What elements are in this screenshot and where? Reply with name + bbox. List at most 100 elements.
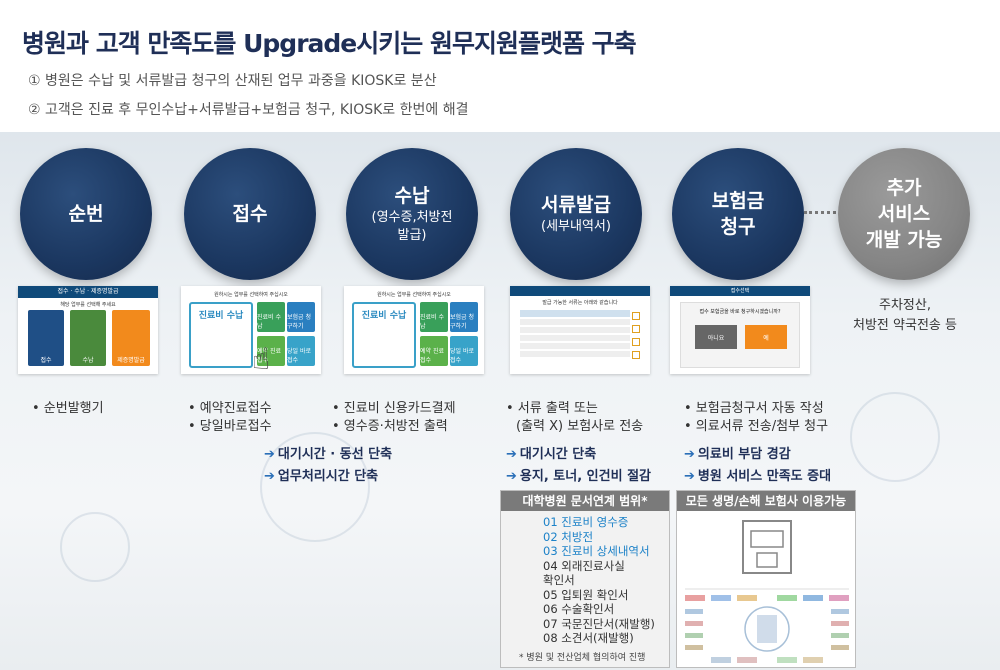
screen-title: 발급 가능한 서류는 아래와 같습니다 bbox=[542, 300, 618, 306]
benefit-text: 용지, 토너, 인건비 절감 bbox=[519, 469, 652, 484]
benefits-reception: ➔대기시간 · 동선 단축 ➔업무처리시간 단축 bbox=[264, 444, 392, 488]
benefits-insurance: ➔의료비 부담 경감 ➔병원 서비스 만족도 증대 bbox=[684, 444, 831, 488]
bullets-reception: • 예약진료접수 • 당일바로접수 bbox=[188, 400, 272, 436]
tile: 진료비 수납 bbox=[420, 302, 448, 332]
document-item: 07 국문진단서(재발행) bbox=[543, 616, 655, 631]
screen-topbar bbox=[510, 286, 650, 296]
screen-title: 원하시는 업무를 선택하여 주십시오 bbox=[214, 292, 288, 298]
arrow-icon: ➔ bbox=[684, 447, 695, 462]
kiosk-screen-reception: 원하시는 업무를 선택하여 주십시오 진료비 수납 진료비 수납 보험금 청구하… bbox=[181, 286, 321, 374]
bullet-item: • 의료서류 전송/첨부 청구 bbox=[684, 419, 829, 434]
tile: 당일 바로접수 bbox=[287, 336, 315, 366]
page-title: 병원과 고객 만족도를 Upgrade시키는 원무지원플랫폼 구축 bbox=[22, 29, 637, 58]
document-item: 01 진료비 영수증 bbox=[543, 515, 629, 529]
tile-payment: 수납 bbox=[70, 310, 106, 366]
list-row bbox=[520, 310, 630, 317]
bullets-insurance: • 보험금청구서 자동 작성 • 의료서류 전송/첨부 청구 bbox=[684, 400, 828, 436]
step-sublabel: (세부내역서) bbox=[541, 219, 611, 234]
arrow-icon: ➔ bbox=[684, 469, 695, 484]
hand-pointer-icon: ☝ bbox=[252, 342, 271, 377]
document-item: 06 수술확인서 bbox=[543, 602, 615, 616]
list-row bbox=[520, 319, 630, 325]
bullet-item: • 서류 출력 또는 bbox=[506, 401, 598, 416]
benefit-text: 업무처리시간 단축 bbox=[277, 469, 379, 484]
step-sublabel: 발급) bbox=[397, 228, 427, 243]
header: 병원과 고객 만족도를 Upgrade시키는 원무지원플랫폼 구축 ① 병원은 … bbox=[0, 0, 1000, 132]
arrow-icon: ➔ bbox=[506, 447, 517, 462]
tile-label: 당일 바로접수 bbox=[287, 348, 311, 364]
kiosk-screen-order: 접수 · 수납 · 제증명발급 해당 업무를 선택해 주세요 접수 수납 제증명… bbox=[18, 286, 158, 374]
bullets-order: • 순번발행기 bbox=[32, 400, 104, 418]
checkbox bbox=[632, 325, 640, 333]
tile-label: 접수 bbox=[40, 357, 52, 364]
document-item: 08 소견서(재발행) bbox=[543, 631, 634, 645]
kiosk-screen-documents: 발급 가능한 서류는 아래와 같습니다 bbox=[510, 286, 650, 374]
kiosk-screen-payment: 원하시는 업무를 선택하여 주십시오 진료비 수납 진료비 수납 보험금 청구하… bbox=[344, 286, 484, 374]
tile-label: 수납 bbox=[82, 357, 94, 364]
tile: 예약 진료접수 bbox=[257, 336, 285, 366]
tile: 예약 진료접수 bbox=[420, 336, 448, 366]
side-line: 주차정산, bbox=[879, 298, 931, 313]
bg-deco-circle bbox=[60, 512, 130, 582]
checkbox bbox=[632, 338, 640, 346]
bullet-item: • 보험금청구서 자동 작성 bbox=[684, 401, 824, 416]
step-circle-reception: 접수 bbox=[184, 148, 316, 280]
step-label: 수납 bbox=[394, 185, 430, 207]
step-label: 청구 bbox=[720, 216, 756, 238]
screen-title: 원하시는 업무를 선택하여 주십시오 bbox=[377, 292, 451, 298]
checkbox bbox=[632, 351, 640, 359]
list-row bbox=[520, 335, 630, 341]
step-label: 순번 bbox=[68, 203, 104, 225]
panel-header: 모든 생명/손해 보험사 이용가능 bbox=[677, 491, 855, 511]
tile-label: 진료비 수납 bbox=[257, 314, 281, 330]
panel-note: * 병원 및 전산업체 협의하여 진행 bbox=[519, 653, 646, 663]
tile: 보험금 청구하기 bbox=[287, 302, 315, 332]
bullet-item: • 예약진료접수 bbox=[188, 401, 272, 416]
bullets-payment: • 진료비 신용카드결제 • 영수증·처방전 출력 bbox=[332, 400, 456, 436]
document-scope-panel: 대학병원 문서연계 범위* 01 진료비 영수증 02 처방전 03 진료비 상… bbox=[500, 490, 670, 668]
benefit-text: 의료비 부담 경감 bbox=[697, 447, 791, 462]
step-circle-order: 순번 bbox=[20, 148, 152, 280]
document-item: 04 외래진료사실 bbox=[543, 558, 625, 573]
bullet-item: • 순번발행기 bbox=[32, 401, 104, 416]
tile-label: 예약 진료접수 bbox=[257, 348, 281, 364]
dialog-question: 접수 보험금을 바로 청구하시겠습니까? bbox=[699, 309, 781, 315]
document-item: 05 입퇴원 확인서 bbox=[543, 587, 629, 602]
bg-deco-circle bbox=[260, 432, 370, 542]
bullet-item: • 진료비 신용카드결제 bbox=[332, 401, 456, 416]
step-label: 보험금 bbox=[711, 190, 765, 212]
insurance-network-graphic bbox=[677, 511, 855, 667]
tile-label: 보험금 청구하기 bbox=[450, 314, 474, 330]
list-row bbox=[520, 351, 630, 357]
arrow-icon: ➔ bbox=[264, 447, 275, 462]
step-label: 서류발급 bbox=[541, 194, 611, 216]
screen-hint: 해당 업무를 선택해 주세요 bbox=[60, 302, 116, 308]
tile-label: 제증명발급 bbox=[117, 357, 145, 364]
step-label: 추가 bbox=[886, 177, 922, 199]
tile-label: 진료비 수납 bbox=[420, 314, 444, 330]
main-panel-title: 진료비 수납 bbox=[361, 311, 407, 321]
benefit-text: 대기시간 · 동선 단축 bbox=[277, 447, 393, 462]
step-circle-payment: 수납 (영수증,처방전 발급) bbox=[346, 148, 478, 280]
step-circle-insurance: 보험금 청구 bbox=[672, 148, 804, 280]
no-button: 아니요 bbox=[695, 325, 737, 349]
dialog-box: 접수 보험금을 바로 청구하시겠습니까? 아니요 예 bbox=[680, 302, 800, 368]
document-list bbox=[520, 310, 630, 366]
document-item: 확인서 bbox=[543, 573, 575, 587]
step-label: 서비스 bbox=[877, 203, 931, 225]
bullet-item: • 영수증·처방전 출력 bbox=[332, 419, 448, 434]
tile-label: 예약 진료접수 bbox=[420, 348, 444, 364]
insurers-panel: 모든 생명/손해 보험사 이용가능 bbox=[676, 490, 856, 668]
main-panel: 진료비 수납 bbox=[189, 302, 253, 368]
tile-label: 당일 바로접수 bbox=[450, 348, 474, 364]
checkbox-column bbox=[632, 312, 642, 362]
tile: 당일 바로접수 bbox=[450, 336, 478, 366]
bullets-documents: • 서류 출력 또는 (출력 X) 보험사로 전송 bbox=[506, 400, 643, 436]
screen-title: 접수 · 수납 · 제증명발급 bbox=[18, 286, 158, 298]
dotted-connector bbox=[804, 211, 836, 214]
document-item: 03 진료비 상세내역서 bbox=[543, 544, 650, 558]
list-row bbox=[520, 343, 630, 349]
kiosk-screen-insurance: 접수선택 접수 보험금을 바로 청구하시겠습니까? 아니요 예 bbox=[670, 286, 810, 374]
tile: 보험금 청구하기 bbox=[450, 302, 478, 332]
main-panel-title: 진료비 수납 bbox=[198, 311, 244, 321]
